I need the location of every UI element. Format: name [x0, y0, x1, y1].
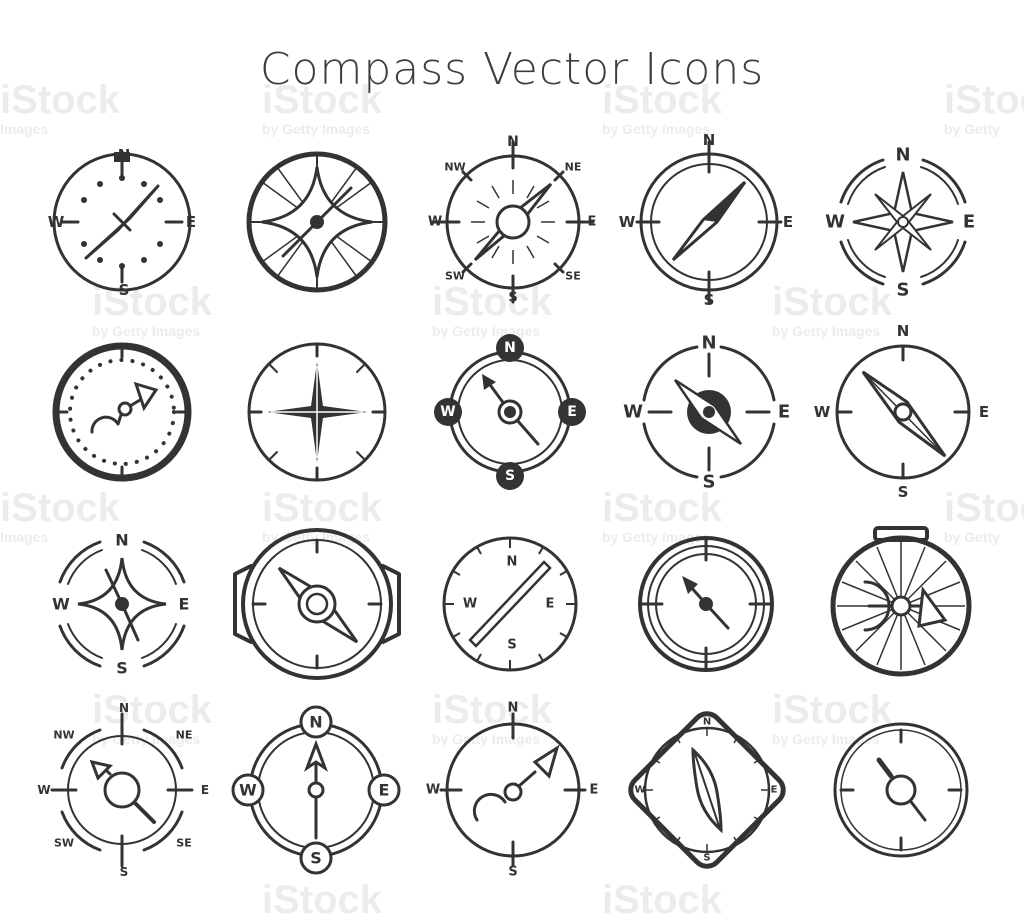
compass-icon-minimal [833, 722, 969, 858]
compass-icon-badge-arrow [231, 705, 401, 875]
compass-icon-pocket [830, 526, 972, 677]
west-label: W [463, 597, 477, 612]
northeast-label: NE [565, 161, 582, 174]
north-label: N [897, 322, 910, 340]
compass-icon-classic-needle [835, 344, 971, 480]
south-label: S [897, 280, 910, 301]
compass-icon-dotted-needle [52, 152, 192, 292]
southwest-label: SW [445, 270, 465, 283]
east-label: E [379, 781, 390, 800]
south-label: S [119, 281, 130, 299]
west-label: W [619, 213, 636, 231]
south-label: S [703, 472, 716, 493]
east-label: E [963, 212, 975, 233]
compass-icon-triple-ring [638, 536, 774, 672]
compass-icon-wind-rose [839, 158, 967, 286]
north-label: N [118, 146, 131, 164]
east-label: E [186, 213, 196, 231]
west-label: W [426, 783, 440, 798]
north-label: N [701, 333, 716, 354]
compass-icon-star-rays [246, 151, 388, 293]
west-label: W [37, 783, 50, 797]
east-label: E [179, 595, 190, 614]
compass-icon-dotted-arrow [52, 342, 192, 482]
west-label: W [825, 212, 845, 233]
south-label: S [703, 853, 710, 864]
compass-icon-curved-star [58, 540, 186, 668]
west-label: W [623, 402, 643, 423]
south-label: S [898, 483, 909, 501]
southwest-label: SW [54, 837, 74, 850]
compass-icon-diamond-frame [628, 711, 786, 869]
north-label: N [508, 701, 519, 716]
north-label: N [703, 717, 711, 728]
west-label: W [239, 781, 257, 800]
compass-icon-sun-needle [431, 140, 595, 304]
compass-icon-magnifier [50, 712, 194, 868]
south-label: S [704, 291, 715, 309]
east-label: E [567, 404, 577, 420]
north-label: N [119, 701, 129, 715]
compass-icon-slim-needle [442, 536, 578, 672]
northwest-label: NW [444, 161, 465, 174]
south-label: S [310, 849, 322, 868]
east-label: E [546, 597, 555, 612]
northeast-label: NE [176, 729, 193, 742]
west-label: W [52, 595, 70, 614]
page-title: Compass Vector Icons [259, 44, 765, 95]
compass-icon-double-ring [635, 140, 783, 304]
southeast-label: SE [176, 837, 191, 850]
south-label: S [116, 659, 128, 678]
west-label: W [48, 213, 65, 231]
compass-icon-four-point-star [247, 342, 387, 482]
north-label: N [507, 134, 519, 150]
east-label: E [778, 402, 790, 423]
north-label: N [703, 131, 716, 149]
compass-icon-arrow-sweep [439, 712, 587, 868]
west-label: W [634, 785, 645, 796]
compass-icon-watch [233, 528, 401, 680]
west-label: W [814, 403, 831, 421]
compass-icon-badge-letters [434, 334, 586, 490]
west-label: W [428, 215, 442, 230]
east-label: E [590, 783, 599, 798]
south-label: S [508, 291, 517, 306]
west-label: W [440, 404, 455, 420]
east-label: E [588, 215, 597, 230]
southeast-label: SE [565, 270, 580, 283]
compass-icon-dark-needle [642, 345, 776, 479]
north-label: N [115, 531, 128, 550]
south-label: S [507, 638, 516, 653]
south-label: S [508, 865, 517, 880]
east-label: E [979, 403, 989, 421]
east-label: E [783, 213, 793, 231]
south-label: S [120, 865, 129, 879]
north-label: N [507, 555, 518, 570]
north-label: N [895, 145, 910, 166]
east-label: E [201, 783, 209, 797]
south-label: S [505, 468, 515, 484]
northwest-label: NW [53, 729, 74, 742]
east-label: E [771, 785, 778, 796]
north-label: N [309, 713, 322, 732]
north-label: N [504, 340, 516, 356]
